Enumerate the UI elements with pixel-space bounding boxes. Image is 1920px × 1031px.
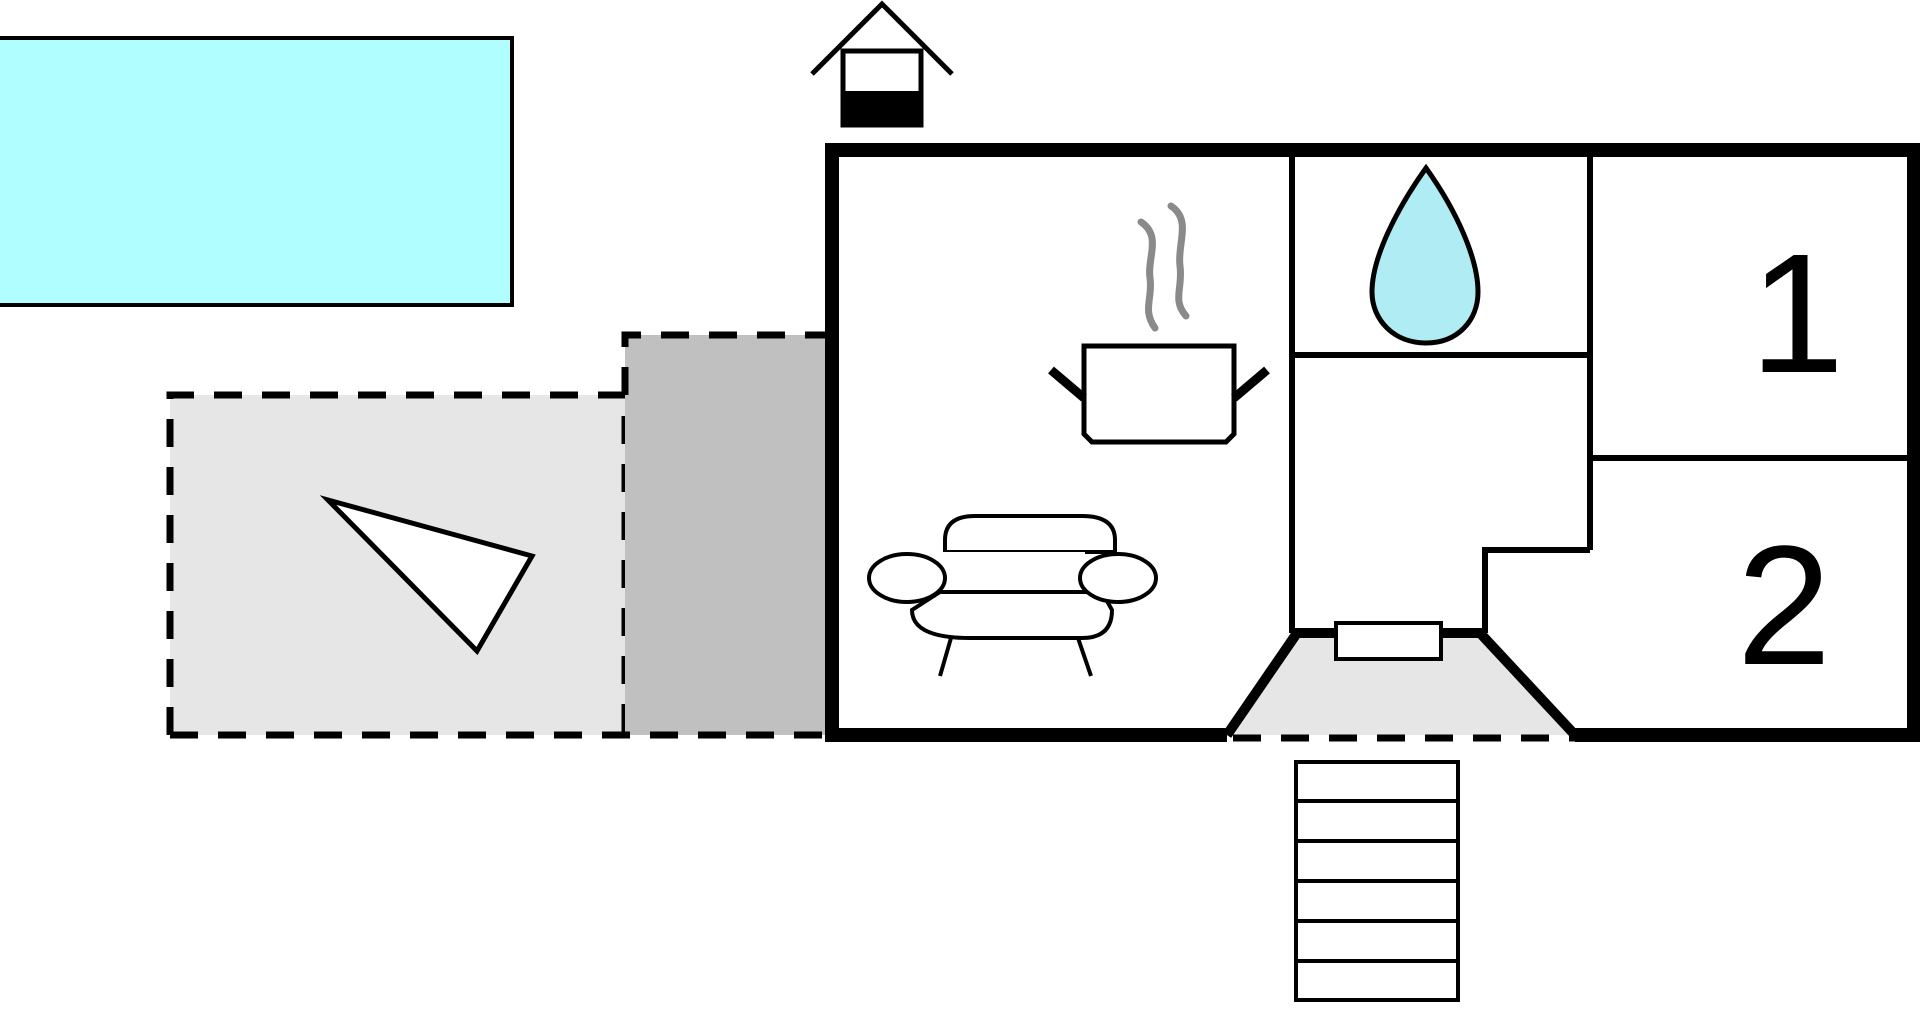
covered-terrace-outline bbox=[621, 331, 825, 395]
kitchen-pot-icon bbox=[1048, 343, 1270, 445]
steam-icon bbox=[1137, 202, 1190, 332]
house-outer-wall bbox=[825, 143, 1920, 742]
water-drop-icon bbox=[1369, 163, 1481, 346]
well-icon bbox=[810, 0, 954, 128]
sofa-icon bbox=[867, 514, 1158, 677]
stairs-icon bbox=[1294, 760, 1460, 1002]
interior-walls bbox=[1289, 157, 1907, 633]
bedroom-1-label: 1 bbox=[1750, 219, 1845, 409]
pool-icon bbox=[0, 36, 514, 307]
triangle-icon bbox=[319, 495, 536, 656]
entrance-area bbox=[1234, 633, 1569, 735]
bedroom-2-label: 2 bbox=[1737, 511, 1832, 701]
doormat-icon bbox=[1334, 621, 1443, 661]
entrance-wall-left bbox=[1222, 630, 1302, 738]
covered-terrace-icon bbox=[625, 335, 825, 735]
entrance-wall-right bbox=[1476, 629, 1579, 739]
